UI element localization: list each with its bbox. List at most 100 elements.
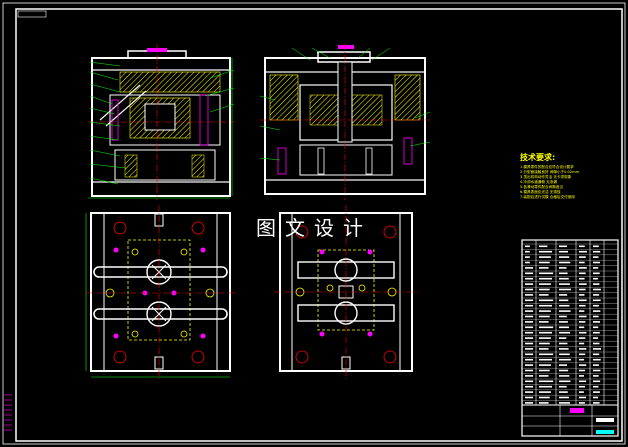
parts-list-cell-mark	[525, 364, 534, 366]
parts-list-cell-mark	[579, 326, 585, 329]
parts-list-cell-mark	[539, 299, 554, 302]
parts-list-cell-mark	[559, 245, 567, 248]
parts-list-cell-mark	[579, 310, 585, 312]
parts-list-cell-mark	[593, 391, 600, 393]
parts-list-cell-mark	[579, 245, 585, 248]
parts-list-cell-mark	[579, 304, 586, 307]
parts-list-cell-mark	[559, 375, 570, 377]
parts-list-cell-mark	[593, 331, 600, 334]
parts-list-cell-mark	[579, 375, 584, 377]
parts-list-cell-mark	[579, 267, 587, 269]
parts-list-cell-mark	[539, 331, 553, 334]
parts-list-cell-mark	[525, 315, 534, 318]
parts-list-cell-mark	[539, 353, 554, 356]
tech-line: 3.顶出机构动作灵活 无卡滞现象	[520, 175, 572, 179]
parts-list-cell-mark	[579, 321, 586, 323]
parts-list-cell-mark	[593, 310, 601, 312]
parts-list-cell-mark	[579, 288, 586, 291]
parts-list-cell-mark	[579, 369, 586, 372]
parts-list-cell-mark	[593, 321, 601, 323]
parts-list-cell-mark	[559, 294, 568, 296]
parts-list-cell-mark	[559, 391, 568, 393]
parts-list-cell-mark	[539, 402, 549, 404]
parts-list-cell-mark	[539, 380, 554, 383]
parts-list-cell-mark	[593, 348, 601, 350]
parts-list-cell-mark	[525, 277, 534, 280]
parts-list-cell-mark	[539, 294, 549, 296]
parts-list-cell-mark	[579, 358, 585, 361]
parts-list-cell-mark	[525, 299, 534, 302]
parts-list-cell-mark	[539, 326, 554, 329]
parts-list-cell-mark	[559, 342, 568, 345]
parts-list-cell-mark	[593, 396, 599, 399]
parts-list-cell-mark	[579, 353, 586, 356]
parts-list-cell-mark	[593, 299, 601, 302]
parts-list-cell-mark	[539, 310, 551, 312]
parts-list-cell-mark	[593, 369, 601, 372]
watermark-text: 图文设计	[256, 216, 372, 240]
parts-list-cell-mark	[559, 261, 571, 264]
parts-list-cell-mark	[579, 250, 587, 253]
parts-list-cell-mark	[579, 364, 587, 366]
parts-list-cell-mark	[525, 288, 534, 291]
parts-list-cell-mark	[539, 358, 553, 361]
tech-line: 7.装配后进行试模 合格后交付使用	[520, 195, 575, 199]
parts-list-cell-mark	[593, 288, 601, 291]
parts-list-cell-mark	[559, 256, 570, 258]
parts-list-cell-mark	[559, 267, 567, 269]
parts-list-cell-mark	[579, 261, 585, 264]
parts-list-cell-mark	[525, 396, 534, 399]
parts-list-cell-mark	[539, 337, 551, 339]
parts-list-cell-mark	[593, 342, 600, 345]
parts-list-cell-mark	[593, 353, 600, 356]
parts-list-cell-mark	[559, 326, 570, 329]
parts-list-cell-mark	[579, 256, 586, 258]
side-section-view	[259, 44, 431, 200]
parts-list-cell-mark	[593, 326, 599, 329]
parts-list-cell-mark	[559, 288, 571, 291]
parts-list-cell-mark	[579, 396, 587, 399]
parts-list-cell-mark	[559, 402, 571, 404]
parts-list-cell-mark	[539, 267, 549, 269]
parts-list-cell-mark	[559, 310, 571, 312]
tech-line: 2.分型面接触良好 间隙小于0.02mm	[520, 170, 580, 174]
parts-list-cell-mark	[593, 304, 599, 307]
parts-list-cell-mark	[559, 369, 569, 372]
parts-list-cell-mark	[525, 380, 534, 383]
parts-list-cell-mark	[593, 402, 600, 404]
parts-list-cell-mark	[539, 396, 550, 399]
parts-list-cell-mark	[525, 402, 534, 404]
parts-list-cell-mark	[525, 385, 534, 388]
parts-list-cell-mark	[593, 380, 601, 383]
parts-list-cell-mark	[525, 283, 534, 285]
parts-list-cell-mark	[593, 272, 600, 275]
technical-requirements: 技术要求: 1.模具零件的配合应符合设计要求 2.分型面接触良好 间隙小于0.0…	[520, 152, 618, 200]
parts-list-cell-mark	[525, 304, 534, 307]
parts-list-cell-mark	[559, 299, 569, 302]
parts-list-cell-mark	[579, 331, 587, 334]
parts-list-cell-mark	[539, 304, 553, 307]
parts-list-cell-mark	[593, 364, 599, 366]
fixed-half-plan-view	[274, 205, 418, 380]
parts-list-cell-mark	[539, 348, 549, 350]
parts-list-cell-mark	[579, 294, 585, 296]
tech-line: 4.冷却水道通畅 无渗漏	[520, 180, 557, 184]
parts-list-cell-mark	[525, 250, 530, 253]
parts-list-cell-mark	[559, 348, 569, 350]
parts-list-cell-mark	[525, 391, 534, 393]
parts-list-cell-mark	[525, 337, 534, 339]
parts-list-cell-mark	[593, 375, 599, 377]
parts-list-cell-mark	[539, 385, 553, 388]
parts-list-cell-mark	[559, 304, 570, 307]
parts-list-cell-mark	[579, 299, 587, 302]
moving-half-plan-view	[85, 205, 236, 380]
parts-list-cell-mark	[579, 402, 585, 404]
parts-list-cell-mark	[579, 385, 586, 388]
parts-list-cell-mark	[593, 385, 599, 388]
parts-list-cell-mark	[525, 321, 534, 323]
parts-list-cell-mark	[539, 283, 551, 285]
parts-list-cell-mark	[525, 358, 534, 361]
parts-list-cell-mark	[525, 310, 534, 312]
parts-list-cell-mark	[539, 321, 549, 323]
